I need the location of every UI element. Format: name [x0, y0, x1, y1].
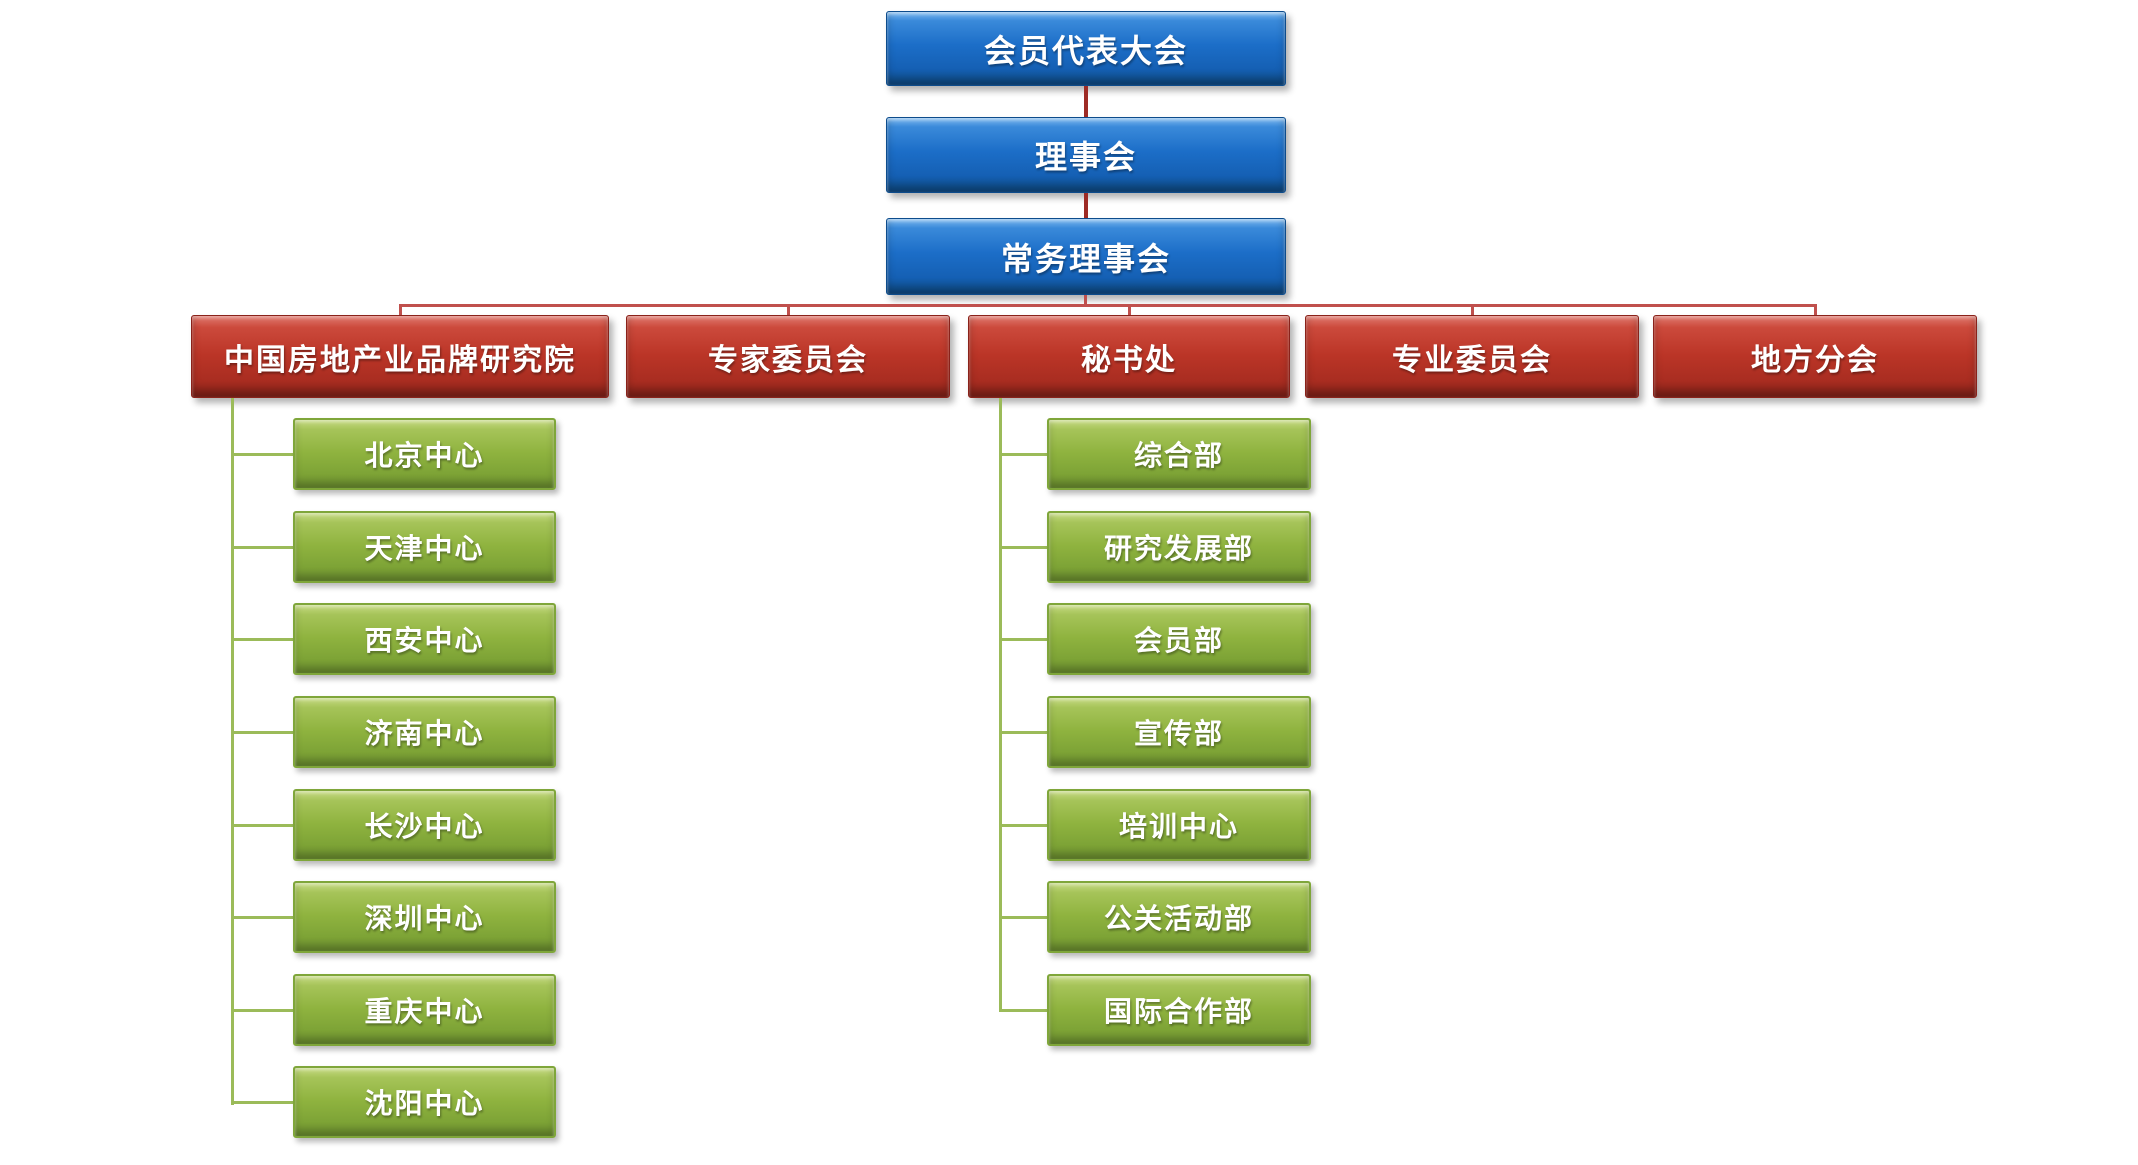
node-secretariat: 秘书处: [968, 315, 1290, 398]
node-secretariat-dept-research-development: 研究发展部: [1047, 511, 1311, 583]
node-secretariat-dept-general: 综合部: [1047, 418, 1311, 490]
connector-secretariat-stub-7: [999, 1009, 1047, 1012]
connector-institute-stub-1: [231, 453, 293, 456]
connector-secretariat-stub-3: [999, 638, 1047, 641]
connector-level2-stub-1: [399, 304, 402, 315]
connector-institute-vertical: [231, 398, 234, 1105]
node-institute-center-tianjin: 天津中心: [293, 511, 556, 583]
node-standing-council: 常务理事会: [886, 218, 1286, 295]
connector-secretariat-stub-2: [999, 546, 1047, 549]
node-council: 理事会: [886, 117, 1286, 193]
connector-level2-horizontal: [399, 304, 1817, 307]
connector-level2-stub-5: [1814, 304, 1817, 315]
node-secretariat-dept-pr-activities: 公关活动部: [1047, 881, 1311, 953]
node-institute-center-xian: 西安中心: [293, 603, 556, 675]
connector-institute-stub-2: [231, 546, 293, 549]
connector-secretariat-vertical: [999, 398, 1002, 1012]
connector-institute-stub-5: [231, 824, 293, 827]
connector-secretariat-stub-5: [999, 824, 1047, 827]
connector-institute-stub-6: [231, 916, 293, 919]
node-expert-committee: 专家委员会: [626, 315, 950, 398]
node-institute-center-chongqing: 重庆中心: [293, 974, 556, 1046]
node-secretariat-dept-training-center: 培训中心: [1047, 789, 1311, 861]
connector-institute-stub-7: [231, 1009, 293, 1012]
node-institute-center-changsha: 长沙中心: [293, 789, 556, 861]
node-secretariat-dept-publicity: 宣传部: [1047, 696, 1311, 768]
node-secretariat-dept-membership: 会员部: [1047, 603, 1311, 675]
connector-council-standing: [1084, 193, 1088, 218]
node-institute-center-shenzhen: 深圳中心: [293, 881, 556, 953]
connector-standing-drop: [1084, 295, 1087, 305]
connector-secretariat-stub-4: [999, 731, 1047, 734]
connector-institute-stub-8: [231, 1101, 293, 1104]
node-institute-center-jinan: 济南中心: [293, 696, 556, 768]
connector-level2-stub-4: [1471, 304, 1474, 315]
connector-level2-stub-2: [787, 304, 790, 315]
node-local-branches: 地方分会: [1653, 315, 1977, 398]
node-member-congress: 会员代表大会: [886, 11, 1286, 86]
connector-level2-stub-3: [1128, 304, 1131, 315]
node-brand-research-institute: 中国房地产业品牌研究院: [191, 315, 609, 398]
connector-institute-stub-4: [231, 731, 293, 734]
connector-secretariat-stub-1: [999, 453, 1047, 456]
node-professional-committee: 专业委员会: [1305, 315, 1639, 398]
connector-secretariat-stub-6: [999, 916, 1047, 919]
connector-institute-stub-3: [231, 638, 293, 641]
node-institute-center-shenyang: 沈阳中心: [293, 1066, 556, 1138]
connector-congress-council: [1084, 86, 1088, 117]
node-institute-center-beijing: 北京中心: [293, 418, 556, 490]
node-secretariat-dept-international-cooperation: 国际合作部: [1047, 974, 1311, 1046]
